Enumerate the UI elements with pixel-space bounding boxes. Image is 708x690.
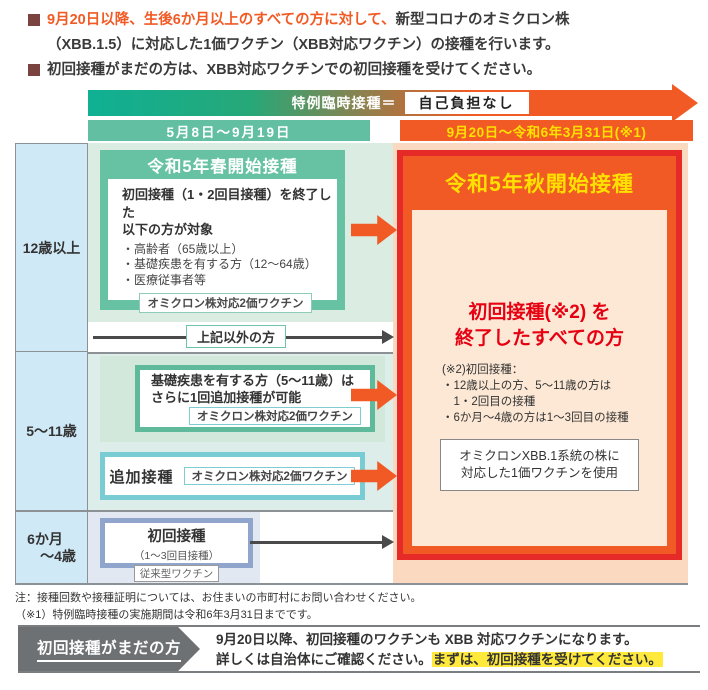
age-row3-line1: 6か月: [27, 530, 63, 547]
booster-vaccine-label: オミクロン株対応2価ワクチン: [183, 467, 356, 485]
intro-item2-text: 初回接種がまだの方は、XBB対応ワクチンでの初回接種を受けてください。: [47, 62, 542, 78]
age-row-12plus: 12歳以上: [15, 143, 88, 353]
bottom-line2-highlight: まずは、初回接種を受けてください。: [431, 652, 663, 667]
primary-flow-line: [250, 541, 386, 544]
intro-block: 9月20日以降、生後6か月以上のすべての方に対して、新型コロナのオミクロン株 （…: [28, 8, 688, 83]
intro-item1-emphasis: 9月20日以降、生後6か月以上のすべての方に対して、: [47, 12, 396, 28]
autumn-main-line2: 終了したすべての方: [455, 328, 624, 349]
bottom-banner-text: 9月20日以降、初回接種のワクチンも XBB 対応ワクチンになります。 詳しくは…: [216, 630, 663, 670]
bottom-banner: 初回接種がまだの方 9月20日以降、初回接種のワクチンも XBB 対応ワクチンに…: [18, 625, 700, 673]
row-divider: [88, 352, 393, 354]
bullet-square-icon: [28, 14, 40, 26]
autumn-main-line1: 初回接種(※2) を: [468, 302, 611, 323]
intro-item1-line2: （XBB.1.5）に対応した1価ワクチン（XBB対応ワクチン）の接種を行います。: [47, 37, 560, 53]
xbb-vaccine-line1: オミクロンXBB.1系統の株に: [459, 449, 620, 463]
row-divider: [88, 510, 393, 512]
xbb-vaccine-line2: 対応した1価ワクチンを使用: [461, 466, 618, 480]
intro-item1-rest: 新型コロナのオミクロン株: [395, 12, 570, 28]
age-row-6m-4y: 6か月 ～4歳: [15, 511, 88, 584]
spring-bullet-elderly: ・高齢者（65歳以上）: [122, 241, 244, 256]
chronic-line1: 基礎疾患を有する方（5～11歳）は: [151, 373, 354, 388]
age-row-5to11: 5～11歳: [15, 351, 88, 511]
autumn-note-1: ・12歳以上の方、5～11歳の方は: [442, 380, 612, 392]
period-header-left: 5月8日～9月19日: [88, 120, 370, 141]
primary-title: 初回接種: [147, 529, 206, 545]
bottom-line2-pre: 詳しくは自治体にご確認ください。: [216, 652, 432, 667]
spring-box-title: 令和5年春開始接種: [147, 157, 298, 176]
autumn-vaccination-box: 令和5年秋開始接種 初回接種(※2) を 終了したすべての方 (※2)初回接種：…: [397, 150, 682, 560]
spring-vaccination-box: 令和5年春開始接種 初回接種（1・2回目接種）を終了した 以下の方が対象 ・高齢…: [100, 150, 345, 313]
spring-lead-line1: 初回接種（1・2回目接種）を終了した: [122, 187, 332, 220]
chronic-vaccine-label: オミクロン株対応2価ワクチン: [189, 407, 361, 425]
spring-vaccine-label: オミクロン株対応2価ワクチン: [138, 293, 313, 313]
no-cost-badge: 自己負担なし: [404, 92, 529, 114]
age-row3-line2: ～4歳: [40, 547, 76, 564]
intro-item-2: 初回接種がまだの方は、XBB対応ワクチンでの初回接種を受けてください。: [28, 58, 688, 83]
booster-box: 追加接種 オミクロン株対応2価ワクチン: [100, 452, 365, 500]
footnote-period: （※1）特例臨時接種の実施期間は令和6年3月31日までです。: [15, 609, 318, 621]
other-flow-arrowhead-icon: [382, 330, 394, 344]
primary-vaccine-label: 従来型ワクチン: [133, 565, 220, 582]
primary-series-box: 初回接種 （1～3回目接種） 従来型ワクチン: [100, 518, 253, 582]
banner-label: 特例臨時接種＝: [291, 95, 397, 111]
bottom-banner-chevron: 初回接種がまだの方: [18, 627, 200, 671]
bottom-banner-label: 初回接種がまだの方: [36, 636, 181, 662]
bottom-line1: 9月20日以降、初回接種のワクチンも XBB 対応ワクチンになります。: [216, 632, 638, 647]
autumn-note-2: 1・2回目の接種: [442, 396, 536, 408]
spring-lead-line2: 以下の方が対象: [122, 222, 214, 237]
spring-bullet-chronic: ・基礎疾患を有する方（12～64歳）: [122, 257, 317, 271]
primary-subtitle: （1～3回目接種）: [133, 550, 220, 562]
xbb-vaccine-box: オミクロンXBB.1系統の株に 対応した1価ワクチンを使用: [440, 439, 639, 491]
primary-flow-arrowhead-icon: [382, 535, 394, 549]
autumn-note-3: ・6か月～4歳の方は1～3回目の接種: [442, 412, 629, 424]
special-vaccination-banner: 特例臨時接種＝ 自己負担なし: [88, 90, 672, 116]
table-bottom-border: [15, 583, 688, 585]
period-header-right: 9月20日～令和6年3月31日(※1): [400, 120, 693, 141]
autumn-box-content: 初回接種(※2) を 終了したすべての方 (※2)初回接種： ・12歳以上の方、…: [412, 210, 667, 546]
booster-title: 追加接種: [109, 468, 174, 486]
other-people-label: 上記以外の方: [186, 325, 286, 348]
spring-box-content: 初回接種（1・2回目接種）を終了した 以下の方が対象 ・高齢者（65歳以上） ・…: [108, 179, 337, 313]
banner-arrowhead-icon: [672, 84, 698, 122]
chronic-line2: さらに1回追加接種が可能: [151, 389, 302, 405]
bullet-square-icon: [28, 64, 40, 76]
autumn-note-head: (※2)初回接種：: [442, 364, 524, 376]
footnote-contact: 注：接種回数や接種証明については、お住まいの市町村にお問い合わせください。: [15, 592, 422, 604]
intro-item-1: 9月20日以降、生後6か月以上のすべての方に対して、新型コロナのオミクロン株 （…: [28, 8, 688, 58]
chronic-condition-box: 基礎疾患を有する方（5～11歳）は さらに1回追加接種が可能 オミクロン株対応2…: [135, 365, 375, 432]
autumn-box-title: 令和5年秋開始接種: [445, 173, 634, 196]
spring-bullet-medical: ・医療従事者等: [122, 272, 207, 287]
